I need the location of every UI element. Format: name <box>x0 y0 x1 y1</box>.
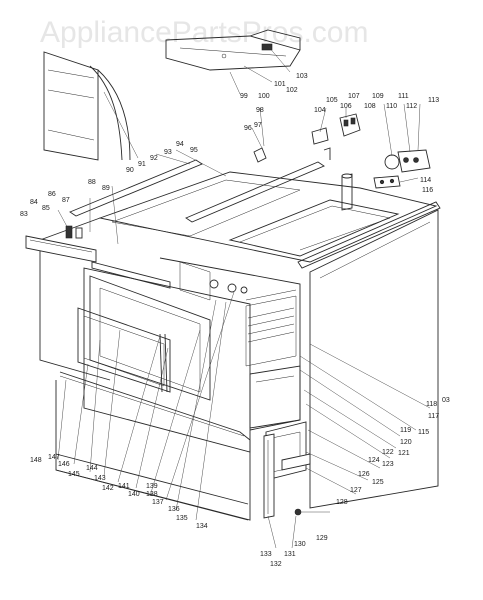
part-label-103: 103 <box>296 73 308 80</box>
part-label-102: 102 <box>286 87 298 94</box>
part-label-143: 143 <box>94 475 106 482</box>
part-label-112: 112 <box>406 103 417 110</box>
part-label-114: 114 <box>420 177 431 184</box>
control-components <box>253 113 431 211</box>
control-strip <box>25 225 248 301</box>
watermark: AppliancePartsPros.com <box>40 16 369 49</box>
part-label-129: 129 <box>316 535 328 542</box>
part-label-95: 95 <box>190 147 198 154</box>
part-label-113: 113 <box>428 97 439 104</box>
part-label-94: 94 <box>176 141 184 148</box>
part-label-140: 140 <box>128 491 140 498</box>
part-label-121: 121 <box>398 450 410 457</box>
part-label-101: 101 <box>274 81 286 88</box>
part-label-125: 125 <box>372 479 384 486</box>
part-label-83: 83 <box>20 211 28 218</box>
part-label-123: 123 <box>382 461 394 468</box>
part-label-131: 131 <box>284 551 296 558</box>
part-label-107: 107 <box>348 93 360 100</box>
part-label-110: 110 <box>386 103 397 110</box>
part-label-105: 105 <box>326 97 338 104</box>
part-label-87: 87 <box>62 197 70 204</box>
part-label-111: 111 <box>398 93 409 100</box>
part-label-119: 119 <box>400 427 411 434</box>
part-label-145: 145 <box>68 471 80 478</box>
part-labels: 103 101 102 99 100 98 105 104 107 106 10… <box>20 73 450 568</box>
part-label-115: 115 <box>418 429 429 436</box>
part-label-104: 104 <box>314 107 326 114</box>
broiler-drawer <box>263 421 311 519</box>
part-label-133: 133 <box>260 551 272 558</box>
part-label-137: 137 <box>152 499 164 506</box>
part-label-147: 147 <box>48 454 60 461</box>
part-label-92: 92 <box>150 155 158 162</box>
part-label-128: 128 <box>336 499 348 506</box>
part-label-108: 108 <box>364 103 376 110</box>
part-label-124: 124 <box>368 457 380 464</box>
part-label-86: 86 <box>48 191 56 198</box>
part-label-98: 98 <box>256 107 264 114</box>
part-label-96: 96 <box>244 125 252 132</box>
part-label-141: 141 <box>118 483 130 490</box>
part-label-134: 134 <box>196 523 208 530</box>
part-label-138: 138 <box>146 491 158 498</box>
part-label-127: 127 <box>350 487 362 494</box>
range-cabinet <box>39 159 441 521</box>
part-label-148: 148 <box>30 457 42 464</box>
part-label-109: 109 <box>372 93 384 100</box>
part-label-91: 91 <box>138 161 146 168</box>
part-label-03: 03 <box>442 397 450 404</box>
part-label-89: 89 <box>102 185 110 192</box>
oven-door <box>77 275 211 401</box>
part-label-118: 118 <box>426 401 437 408</box>
back-guard-panel <box>43 51 131 161</box>
part-label-142: 142 <box>102 485 114 492</box>
part-label-130: 130 <box>294 541 306 548</box>
part-label-93: 93 <box>164 149 172 156</box>
part-label-135: 135 <box>176 515 188 522</box>
part-label-122: 122 <box>382 449 394 456</box>
part-label-97: 97 <box>254 122 262 129</box>
part-label-85: 85 <box>42 205 50 212</box>
part-label-88: 88 <box>88 179 96 186</box>
part-label-126: 126 <box>358 471 370 478</box>
part-label-116: 116 <box>422 187 433 194</box>
part-label-106: 106 <box>340 103 352 110</box>
part-label-84: 84 <box>30 199 38 206</box>
part-label-132: 132 <box>270 561 282 568</box>
part-label-117: 117 <box>428 413 439 420</box>
part-label-144: 144 <box>86 465 98 472</box>
part-label-100: 100 <box>258 93 270 100</box>
part-label-90: 90 <box>126 167 134 174</box>
part-label-146: 146 <box>58 461 70 468</box>
part-label-99: 99 <box>240 93 248 100</box>
top-bracket <box>165 29 301 71</box>
leader-lines <box>57 45 431 549</box>
part-label-139: 139 <box>146 483 158 490</box>
part-label-120: 120 <box>400 439 412 446</box>
part-label-136: 136 <box>168 506 180 513</box>
